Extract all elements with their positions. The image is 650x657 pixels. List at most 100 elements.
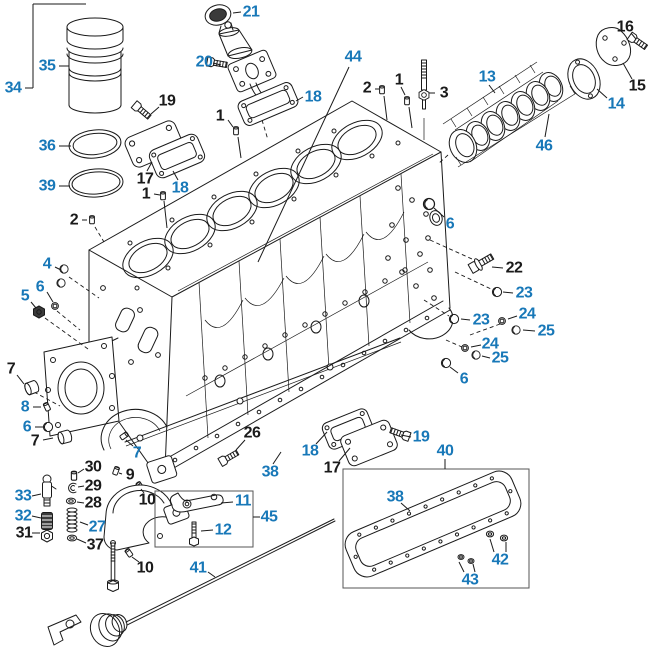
callout-5-label: 5	[21, 288, 30, 305]
callout-1-label: 1	[395, 72, 404, 89]
callout-42-label: 42	[492, 552, 509, 569]
leader-line-17	[338, 447, 351, 462]
plug-23a	[491, 286, 503, 298]
leader-line-26	[235, 439, 246, 451]
camshaft-bushings-46	[448, 71, 564, 163]
bearing-cap-kit-box	[154, 490, 254, 548]
callout-7-label: 7	[31, 433, 40, 450]
callout-24-label: 24	[519, 306, 536, 323]
callout-25-label: 25	[538, 323, 555, 340]
callout-2-label: 2	[363, 80, 372, 97]
callout-6-label: 6	[446, 216, 455, 233]
washer-28	[65, 497, 77, 505]
callout-10-label: 10	[137, 560, 154, 577]
leader-line-1	[408, 106, 413, 129]
seal-rings-42	[485, 530, 509, 542]
plug-25a	[511, 325, 521, 335]
leader-line-17	[146, 161, 153, 172]
leader-line-18	[172, 170, 179, 181]
plug-23b	[448, 313, 460, 325]
callout-38-label: 38	[262, 464, 279, 481]
leader-line-28	[76, 501, 85, 504]
callout-30-label: 30	[85, 459, 102, 476]
cup-plug-7a	[23, 379, 41, 397]
leader-line-38	[272, 451, 282, 465]
bolt-12	[189, 521, 199, 547]
callout-2-label: 2	[70, 212, 79, 229]
oil-pan-gasket-38	[344, 470, 522, 578]
stud-9	[111, 465, 121, 476]
cover-plate-17-bottom	[340, 419, 398, 467]
oil-rail-pipe	[124, 337, 402, 447]
rail-bolt-26	[217, 448, 241, 467]
callout-3-label: 3	[440, 85, 449, 102]
callout-33-label: 33	[15, 488, 32, 505]
o-ring-24a	[498, 317, 506, 325]
callout-25-label: 25	[492, 350, 509, 367]
leader-line-16	[630, 32, 637, 40]
nut-31	[41, 529, 53, 543]
leader-line-38	[400, 502, 411, 512]
dowel-pin-1b	[404, 96, 410, 106]
cup-plug-6c	[422, 197, 436, 211]
leader-line-7	[16, 374, 25, 385]
cam-seal-14	[567, 58, 601, 100]
callout-17-label: 17	[137, 171, 154, 188]
liner-o-ring-36	[68, 129, 122, 159]
plug-6d	[440, 357, 452, 369]
callout-4-label: 4	[43, 256, 52, 273]
callout-12-label: 12	[215, 522, 232, 539]
dowel-pin-1c	[233, 126, 239, 136]
leader-line-4	[54, 266, 62, 271]
tube-gasket-18b	[237, 82, 299, 126]
leader-line-14	[596, 88, 608, 99]
leader-line-7	[125, 439, 134, 447]
callout-37-label: 37	[87, 537, 104, 554]
cap-bolt-long-10	[107, 542, 119, 592]
leader-line-33	[31, 493, 42, 497]
leader-line-12	[200, 529, 214, 532]
clamp-11	[169, 492, 224, 513]
plug-6b	[42, 421, 54, 433]
gasket-kit-box	[342, 468, 530, 589]
callout-22-label: 22	[506, 260, 523, 277]
pan-rail	[149, 300, 451, 478]
callout-28-label: 28	[85, 495, 102, 512]
callout-14-label: 14	[608, 96, 625, 113]
callout-16-label: 16	[617, 19, 634, 36]
leader-line-44	[257, 66, 350, 263]
callout-11-label: 11	[235, 493, 252, 510]
callout-8-label: 8	[21, 399, 30, 416]
leader-line-21	[232, 11, 242, 14]
callout-23-label: 23	[516, 285, 533, 302]
cover-bolt-19-top	[130, 100, 153, 122]
callout-29-label: 29	[85, 478, 102, 495]
dowel-pin-2a	[379, 85, 385, 95]
leader-line-18	[295, 96, 304, 102]
leader-line-1	[237, 136, 242, 159]
callout-39-label: 39	[39, 178, 56, 195]
leader-line-42	[489, 538, 495, 553]
callout-24-label: 24	[482, 336, 499, 353]
callout-31-label: 31	[16, 525, 33, 542]
leader-line-6	[433, 207, 445, 218]
leader-line-23	[502, 291, 514, 294]
cover-gasket-18-top	[148, 133, 206, 179]
leader-line-41	[207, 571, 216, 578]
callout-23-label: 23	[473, 312, 490, 329]
clip-29	[68, 482, 77, 494]
callout-43-label: 43	[462, 572, 479, 589]
leader-line-37	[76, 538, 87, 544]
leader-line-11	[220, 501, 234, 504]
main-bearing-cap	[103, 455, 190, 551]
callout-18-label: 18	[305, 89, 322, 106]
hex-plug-5	[33, 305, 45, 319]
leader-line-1	[400, 86, 406, 96]
leader-line-6	[46, 291, 54, 303]
callout-17-label: 17	[324, 460, 341, 477]
insertion-axes	[33, 118, 501, 407]
o-ring-6a	[51, 302, 59, 310]
